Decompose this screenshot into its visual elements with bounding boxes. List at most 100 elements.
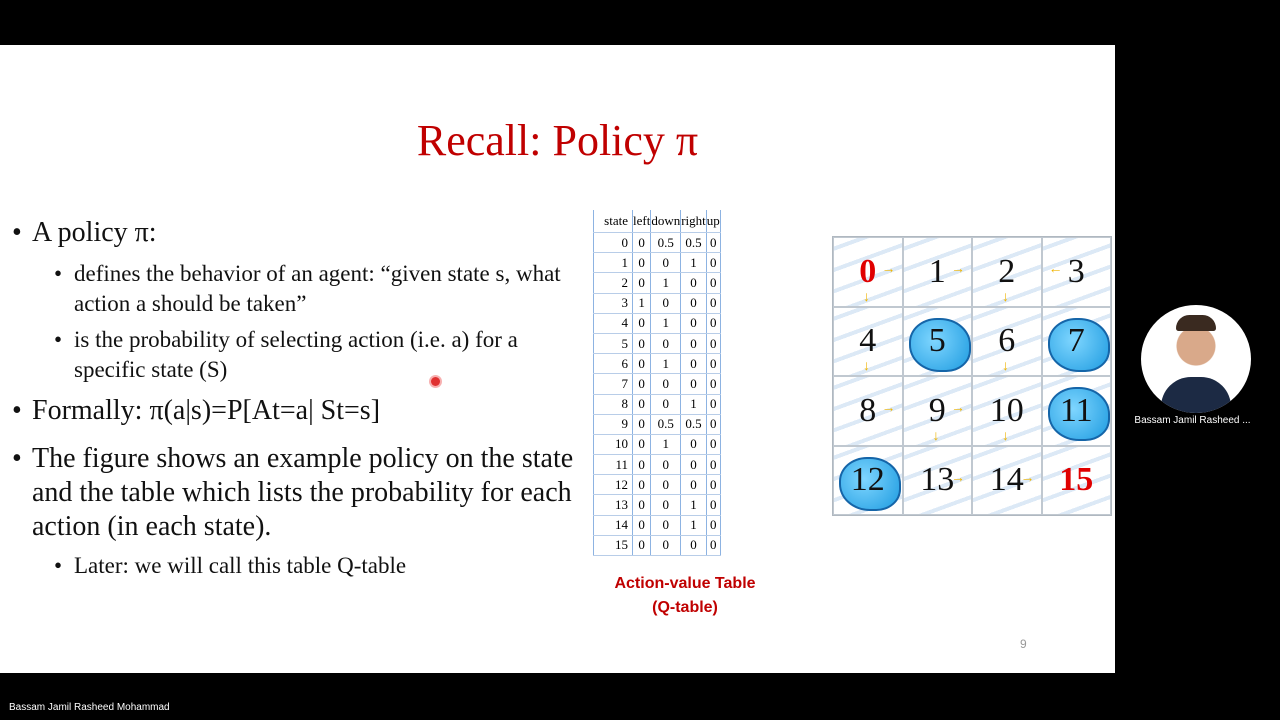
arrow-down-icon: ↓	[863, 359, 870, 374]
table-cell: 1	[650, 434, 682, 456]
table-cell: 0	[631, 494, 652, 516]
table-cell: 1	[680, 252, 707, 274]
table-cell: 4	[593, 313, 633, 334]
table-cell: 0	[680, 353, 707, 375]
webcam-avatar	[1141, 305, 1251, 413]
table-cell: 0	[631, 353, 652, 375]
table-cell: 0	[680, 454, 707, 476]
table-cell: 0	[631, 394, 652, 415]
grid-cell-2: 2↓	[972, 237, 1042, 307]
table-cell: 1	[650, 272, 682, 294]
state-label: 12	[850, 461, 885, 499]
grid-cell-6: 6↓	[972, 306, 1042, 376]
table-cell: 0	[631, 252, 652, 274]
bullet-1: •A policy π:	[12, 217, 157, 248]
presenter-name: Bassam Jamil Rasheed Mohammad	[9, 702, 170, 713]
arrow-right-icon: →	[951, 262, 965, 277]
table-cell: 0	[705, 252, 721, 274]
slide: Recall: Policy π •A policy π: •defines t…	[0, 45, 1115, 673]
table-cell: 0	[680, 535, 707, 557]
table-cell: 0	[680, 434, 707, 456]
state-label: 1	[928, 252, 946, 290]
state-label: 6	[998, 322, 1016, 360]
table-cell: 3	[593, 293, 633, 314]
table-cell: 0	[680, 474, 707, 496]
table-cell: 14	[593, 515, 633, 536]
table-cell: 0	[631, 232, 652, 254]
bullet-2: •Formally: π(a|s)=P[At=a| St=s]	[12, 395, 381, 426]
table-cell: 0	[705, 373, 721, 395]
state-label: 7	[1067, 322, 1085, 360]
table-cell: 0	[631, 434, 652, 456]
table-cell: 0	[593, 232, 633, 254]
table-cell: 0	[705, 232, 721, 254]
grid-cell-15: 15	[1041, 445, 1111, 515]
page-number: 9	[1020, 637, 1027, 651]
grid-cell-8: 8→	[833, 376, 903, 446]
grid-cell-1: 1→	[902, 237, 972, 307]
arrow-down-icon: ↓	[1002, 428, 1009, 444]
state-label: 10	[989, 391, 1024, 429]
state-label: 13	[920, 461, 955, 499]
grid-cell-0: 0→↓	[833, 237, 903, 307]
table-cell: 0	[631, 515, 652, 536]
table-cell: 0	[650, 535, 682, 557]
table-cell: 0	[680, 272, 707, 294]
state-label: 0	[859, 252, 877, 290]
table-cell: 7	[593, 373, 633, 395]
table-cell: 0	[631, 313, 652, 334]
table-cell: 0	[650, 394, 682, 415]
table-cell: 0	[705, 515, 721, 536]
table-cell: 12	[593, 474, 633, 496]
table-cell: 6	[593, 353, 633, 375]
grid-cell-14: 14→	[972, 445, 1042, 515]
state-label: 2	[998, 252, 1016, 290]
grid-cell-5: 5	[902, 306, 972, 376]
table-cell: 0.5	[650, 414, 682, 435]
caption-line-2: (Q-table)	[652, 599, 718, 616]
webcam-name: Bassam Jamil Rasheed ...	[1134, 415, 1251, 426]
state-label: 9	[928, 391, 946, 429]
arrow-right-icon: →	[881, 401, 896, 416]
arrow-right-icon: →	[951, 470, 965, 486]
state-label: 5	[928, 322, 946, 360]
table-cell: 0	[705, 272, 721, 294]
grid-cell-9: 9→↓	[902, 376, 972, 446]
column-header: right	[680, 210, 707, 233]
state-label: 4	[859, 322, 877, 360]
table-cell: 1	[650, 313, 682, 334]
table-cell: 0	[631, 454, 652, 476]
table-cell: 0	[705, 293, 721, 314]
table-cell: 0	[705, 414, 721, 435]
table-cell: 1	[680, 394, 707, 415]
table-cell: 5	[593, 333, 633, 355]
table-cell: 0	[705, 333, 721, 355]
table-cell: 0	[650, 454, 682, 476]
table-cell: 0	[650, 293, 682, 314]
table-cell: 0	[650, 515, 682, 536]
table-cell: 0	[680, 333, 707, 355]
table-cell: 0	[631, 333, 652, 355]
laser-pointer	[431, 377, 440, 386]
state-label: 14	[989, 461, 1024, 499]
state-label: 8	[859, 391, 877, 429]
table-cell: 0	[650, 494, 682, 516]
table-cell: 15	[593, 535, 633, 557]
table-cell: 0	[650, 474, 682, 496]
arrow-right-icon: →	[1020, 470, 1035, 486]
table-cell: 8	[593, 394, 633, 415]
